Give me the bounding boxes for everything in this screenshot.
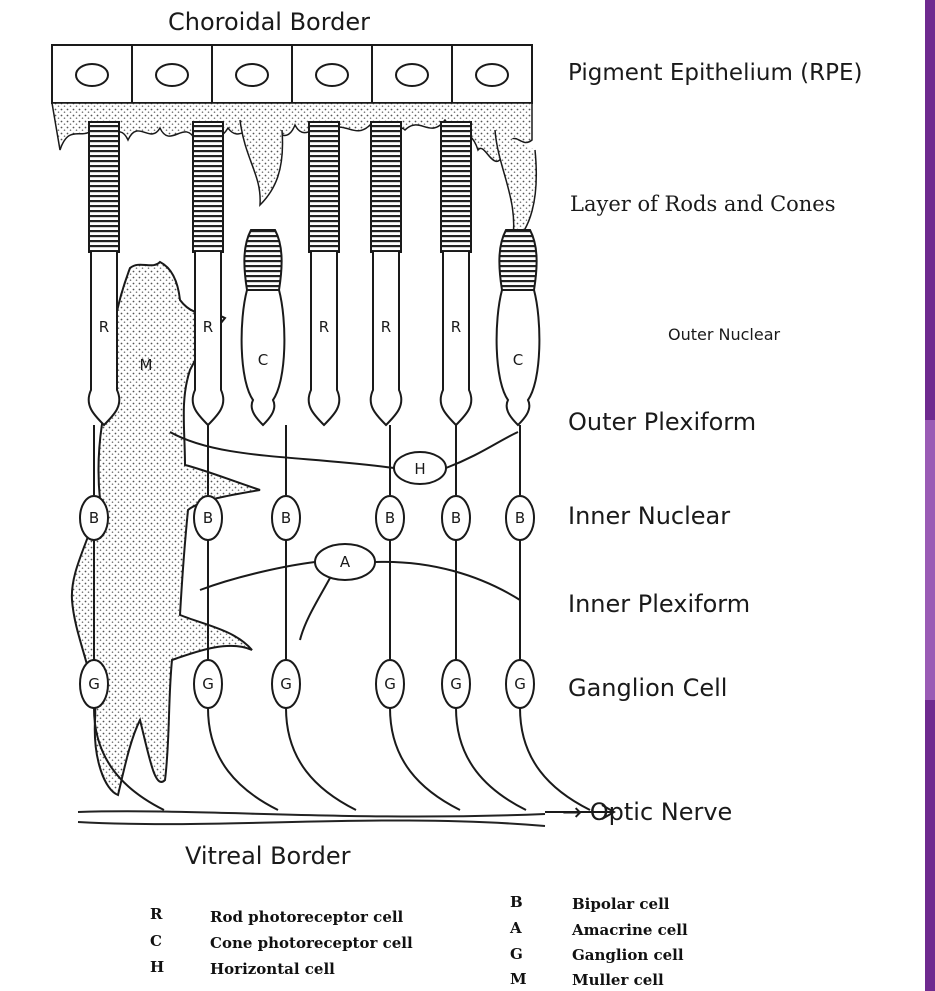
rod-letter: R: [451, 318, 461, 336]
amacrine-cell-letter: A: [340, 553, 351, 571]
layer-label-ganglion: Ganglion Cell: [568, 674, 727, 702]
vitreal-border-lines: [78, 811, 545, 826]
layer-label-outer-nuclear: Outer Nuclear: [668, 325, 780, 344]
ganglion-cell-letter: G: [514, 675, 526, 693]
vitreal-border-label: Vitreal Border: [185, 842, 351, 870]
layer-label-inner-nuclear: Inner Nuclear: [568, 502, 730, 530]
ganglion-cell-letter: G: [450, 675, 462, 693]
layer-label-rods-cones: Layer of Rods and Cones: [570, 192, 836, 216]
layer-label-inner-plexiform: Inner Plexiform: [568, 590, 750, 618]
rod-outer-segment: [441, 122, 471, 252]
layer-label-optic-nerve: → Optic Nerve: [562, 798, 732, 826]
rod-body: [441, 252, 472, 425]
rod-letter: R: [99, 318, 109, 336]
rpe-cell: [372, 45, 452, 103]
rod-body: [89, 252, 120, 425]
legend-value-amacrine: Amacrine cell: [572, 921, 688, 939]
pigment-process: [240, 120, 283, 205]
rod-body: [193, 252, 224, 425]
legend-key-ganglion: G: [510, 945, 523, 963]
bipolar-cell-letter: B: [385, 509, 395, 527]
cone-letter: C: [258, 351, 268, 369]
rod-outer-segment: [89, 122, 119, 252]
bipolar-cell-letter: B: [281, 509, 291, 527]
pigment-process: [495, 130, 536, 245]
cone-outer-segment: [244, 230, 281, 290]
rpe-cell: [452, 45, 532, 103]
cone-outer-segment: [499, 230, 536, 290]
rod-letter: R: [381, 318, 391, 336]
legend-value-cone: Cone photoreceptor cell: [210, 934, 413, 952]
rod-body: [309, 252, 340, 425]
legend-value-bipolar: Bipolar cell: [572, 895, 670, 913]
legend-key-amacrine: A: [510, 919, 522, 937]
legend-key-muller: M: [510, 970, 527, 988]
muller-cell-letter: M: [140, 356, 153, 374]
layer-label-pigment: Pigment Epithelium (RPE): [568, 60, 863, 86]
layer-label-outer-plexiform: Outer Plexiform: [568, 408, 756, 436]
ganglion-axon: [286, 708, 356, 810]
legend-key-horizontal: H: [150, 958, 164, 976]
horizontal-cell-process: [170, 432, 518, 468]
bipolar-cell-letter: B: [203, 509, 213, 527]
accent-notch: [925, 420, 935, 700]
rod-outer-segment: [193, 122, 223, 252]
cells-layer: [72, 122, 614, 819]
legend-value-ganglion: Ganglion cell: [572, 946, 684, 964]
rod-letter: R: [319, 318, 329, 336]
ganglion-cell-letter: G: [280, 675, 292, 693]
ganglion-cell-letter: G: [88, 675, 100, 693]
legend-value-muller: Muller cell: [572, 971, 664, 989]
bipolar-cell-letter: B: [89, 509, 99, 527]
ganglion-axon: [208, 708, 278, 810]
legend-key-rod: R: [150, 905, 162, 923]
rpe-cell: [212, 45, 292, 103]
cone-letter: C: [513, 351, 523, 369]
ganglion-axon: [390, 708, 460, 810]
rod-letter: R: [203, 318, 213, 336]
legend-key-bipolar: B: [510, 893, 523, 911]
rpe-cell: [292, 45, 372, 103]
choroidal-border-label: Choroidal Border: [168, 8, 370, 36]
ganglion-cell-letter: G: [384, 675, 396, 693]
rod-outer-segment: [371, 122, 401, 252]
bipolar-cell-letter: B: [451, 509, 461, 527]
bipolar-cell-letter: B: [515, 509, 525, 527]
horizontal-cell-letter: H: [414, 460, 425, 478]
ganglion-axon: [520, 708, 590, 810]
legend-value-rod: Rod photoreceptor cell: [210, 908, 403, 926]
rod-outer-segment: [309, 122, 339, 252]
accent-side-band: [925, 0, 935, 991]
rpe-cell: [52, 45, 132, 103]
rod-body: [371, 252, 402, 425]
legend-key-cone: C: [150, 932, 162, 950]
legend-value-horizontal: Horizontal cell: [210, 960, 335, 978]
rpe-cell: [132, 45, 212, 103]
ganglion-axon: [456, 708, 526, 810]
ganglion-cell-letter: G: [202, 675, 214, 693]
